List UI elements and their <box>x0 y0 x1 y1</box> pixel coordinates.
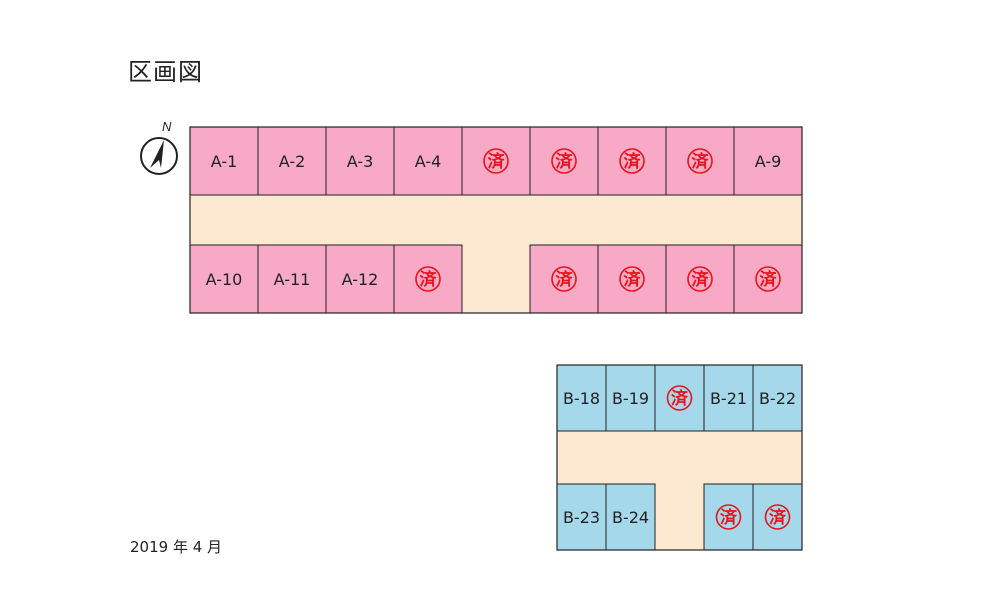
sold-stamp-icon: 済 <box>687 266 713 292</box>
parking-lot[interactable]: 済 <box>393 244 463 314</box>
parking-lot[interactable]: A-3 <box>325 126 395 196</box>
parking-lot[interactable]: 済 <box>597 244 667 314</box>
parking-lot[interactable]: B-22 <box>752 364 803 432</box>
lot-cell <box>325 244 395 314</box>
parking-lot[interactable]: A-2 <box>257 126 327 196</box>
north-label: N <box>162 119 172 134</box>
block-outline <box>556 364 803 551</box>
parking-lot[interactable]: A-11 <box>257 244 327 314</box>
sold-stamp-icon: 済 <box>619 266 645 292</box>
lot-label: B-23 <box>563 508 600 527</box>
sold-mark: 済 <box>624 269 642 290</box>
sold-mark: 済 <box>671 388 689 409</box>
parking-lot[interactable]: 済 <box>733 244 803 314</box>
sold-stamp-icon: 済 <box>551 266 577 292</box>
parking-lot[interactable]: B-21 <box>703 364 754 432</box>
sold-stamp-icon: 済 <box>483 148 509 174</box>
lot-cell <box>605 483 656 551</box>
parking-lot[interactable]: 済 <box>654 364 705 432</box>
sold-stamp-icon: 済 <box>666 385 693 411</box>
compass-north-icon: N <box>140 119 178 175</box>
sold-stamp-icon: 済 <box>415 266 441 292</box>
sold-mark: 済 <box>556 269 574 290</box>
sold-stamp-icon: 済 <box>755 266 781 292</box>
lot-cell <box>597 126 667 196</box>
date-label: 2019 年 4 月 <box>130 538 223 556</box>
parking-lot[interactable]: 済 <box>752 483 803 551</box>
parking-lot[interactable]: B-19 <box>605 364 656 432</box>
lot-cell <box>189 244 259 314</box>
lot-cell <box>703 483 754 551</box>
parking-lot[interactable]: B-23 <box>556 483 607 551</box>
parking-lot[interactable]: A-4 <box>393 126 463 196</box>
lot-cell <box>393 126 463 196</box>
lot-label: A-3 <box>347 152 374 171</box>
parking-lot[interactable]: A-10 <box>189 244 259 314</box>
sold-mark: 済 <box>720 507 738 528</box>
parking-lot[interactable]: 済 <box>665 244 735 314</box>
sold-mark: 済 <box>760 269 778 290</box>
lot-label: A-11 <box>274 270 311 289</box>
parking-lot[interactable]: 済 <box>703 483 754 551</box>
sold-stamp-icon: 済 <box>619 148 645 174</box>
block-outline <box>189 126 803 314</box>
lot-cell <box>393 244 463 314</box>
lot-cell <box>654 364 705 432</box>
parking-lot[interactable]: 済 <box>461 126 531 196</box>
lot-cell <box>703 364 754 432</box>
sold-mark: 済 <box>556 151 574 172</box>
sold-mark: 済 <box>420 269 438 290</box>
lot-label: B-19 <box>612 389 649 408</box>
sold-mark: 済 <box>488 151 506 172</box>
lot-label: A-1 <box>211 152 238 171</box>
lot-cell <box>529 244 599 314</box>
lot-cell <box>257 244 327 314</box>
lot-label: B-21 <box>710 389 747 408</box>
page-title: 区画図 <box>128 58 203 86</box>
sold-mark: 済 <box>692 151 710 172</box>
parking-lot[interactable]: A-9 <box>733 126 803 196</box>
sold-stamp-icon: 済 <box>687 148 713 174</box>
lot-cell <box>665 244 735 314</box>
parking-lot[interactable]: B-24 <box>605 483 656 551</box>
parking-lot[interactable]: 済 <box>665 126 735 196</box>
lot-label: A-10 <box>206 270 243 289</box>
parking-lot[interactable]: 済 <box>597 126 667 196</box>
sold-mark: 済 <box>624 151 642 172</box>
lot-cell <box>665 126 735 196</box>
lot-label: B-18 <box>563 389 600 408</box>
sold-mark: 済 <box>692 269 710 290</box>
lot-label: A-4 <box>415 152 442 171</box>
lot-label: B-22 <box>759 389 796 408</box>
parking-lot[interactable]: 済 <box>529 244 599 314</box>
lot-cell <box>461 126 531 196</box>
sold-stamp-icon: 済 <box>715 504 742 530</box>
lot-label: A-12 <box>342 270 379 289</box>
lot-label: A-2 <box>279 152 306 171</box>
lot-label: A-9 <box>755 152 782 171</box>
sold-mark: 済 <box>769 507 787 528</box>
parking-lot[interactable]: A-12 <box>325 244 395 314</box>
sold-stamp-icon: 済 <box>764 504 791 530</box>
parking-lot[interactable]: 済 <box>529 126 599 196</box>
lot-cell <box>257 126 327 196</box>
sold-stamp-icon: 済 <box>551 148 577 174</box>
parking-lot[interactable]: A-1 <box>189 126 259 196</box>
parking-lot[interactable]: B-18 <box>556 364 607 432</box>
lot-cell <box>529 126 599 196</box>
lot-cell <box>733 126 803 196</box>
lot-label: B-24 <box>612 508 649 527</box>
